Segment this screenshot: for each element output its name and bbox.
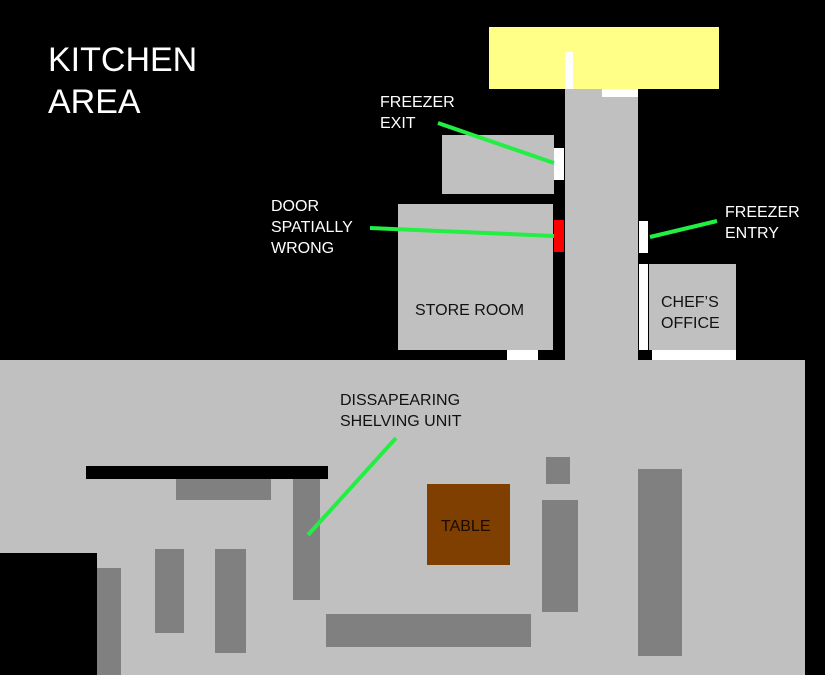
shelving-label-2: SHELVING UNIT [340, 413, 462, 430]
outside-corner [0, 553, 97, 675]
shelf [176, 479, 271, 500]
freezer [489, 27, 719, 89]
freezer-entry-label-2: ENTRY [725, 225, 779, 242]
shelving-pointer [306, 436, 398, 537]
chefs-office [649, 264, 736, 350]
wrong-door [554, 220, 564, 252]
freezer-exit-pointer [437, 121, 555, 165]
disappearing-shelf [293, 479, 320, 600]
freezer-entry-pointer [649, 219, 718, 239]
chefs-office-door [652, 350, 736, 360]
store-room [398, 204, 553, 350]
store-room-door [507, 350, 538, 360]
freezer-entry-door [639, 221, 648, 253]
table [427, 484, 510, 565]
shelf [97, 568, 121, 675]
table-label: TABLE [441, 518, 491, 535]
chefs-office-wall [639, 264, 648, 350]
door-wrong-label-2: SPATIALLY [271, 219, 353, 236]
shelf [326, 614, 531, 647]
shelving-label-1: DISSAPEARING [340, 392, 461, 409]
shelf [546, 457, 570, 484]
door-wrong-pointer [369, 226, 555, 238]
chefs-office-label-1: CHEF’S [661, 294, 719, 311]
shelf [542, 500, 578, 612]
corridor [565, 89, 638, 361]
freezer-wall-strip [565, 52, 573, 89]
chefs-office-label-2: OFFICE [661, 315, 720, 332]
door-wrong-label-1: DOOR [271, 198, 319, 215]
counter-bar [86, 466, 328, 479]
kitchen-title-1: KITCHEN [48, 41, 198, 79]
corridor-top-door [602, 89, 638, 97]
shelf [155, 549, 184, 633]
store-room-label: STORE ROOM [415, 302, 525, 319]
freezer-entry-label-1: FREEZER [725, 204, 800, 221]
kitchen-title-2: AREA [48, 83, 141, 121]
shelf [638, 469, 682, 656]
freezer-exit-door [554, 148, 564, 180]
freezer-exit-label-2: EXIT [380, 115, 416, 132]
door-wrong-label-3: WRONG [271, 240, 335, 257]
shelf [215, 549, 246, 653]
freezer-exit-label-1: FREEZER [380, 94, 455, 111]
